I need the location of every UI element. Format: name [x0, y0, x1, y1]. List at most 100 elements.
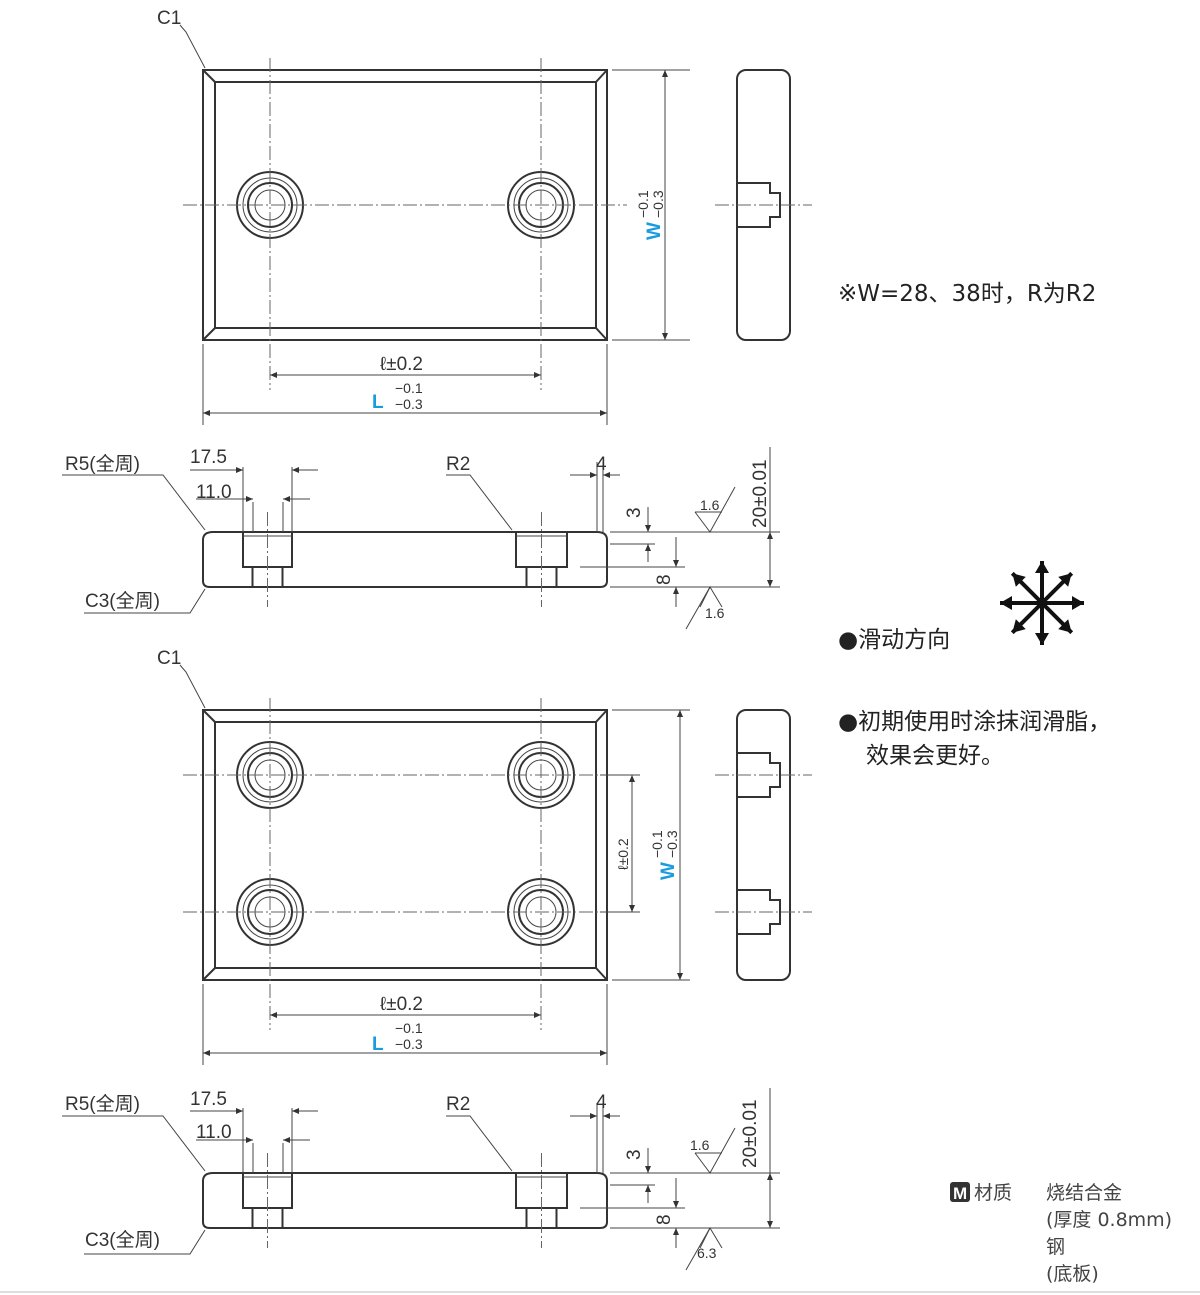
material-line-2: (厚度 0.8mm) — [1046, 1209, 1172, 1231]
dim-8-2: 8 — [654, 1214, 675, 1225]
arrowhead — [767, 1221, 773, 1228]
chamfer-edge — [595, 327, 608, 341]
chamfer-edge — [595, 69, 608, 83]
side-view-counterbore — [737, 182, 781, 228]
grease-note-line1: ●初期使用时涂抹润滑脂， — [838, 709, 1111, 735]
dimension-line — [685, 1227, 711, 1271]
r2-label-2: R2 — [446, 1094, 470, 1115]
r5-leader — [62, 474, 206, 531]
dim-11-0: 11.0 — [196, 482, 232, 503]
arrowhead — [283, 1137, 290, 1143]
arrowhead — [600, 1050, 607, 1056]
c3-leader — [84, 588, 206, 614]
chamfer-edge — [595, 967, 608, 981]
arrowhead — [629, 775, 635, 782]
r2-label: R2 — [446, 454, 470, 475]
c3-label-2: C3(全周) — [85, 1229, 160, 1251]
width-tol-upper: −0.1 — [635, 190, 651, 218]
side-view-outline — [736, 709, 791, 981]
arrow-head — [1058, 573, 1072, 587]
dim-8: 8 — [654, 574, 675, 585]
multi-direction-arrows-icon — [1000, 561, 1084, 645]
arrowhead — [600, 410, 607, 416]
r2-leader — [446, 1115, 513, 1172]
width-label-2: W — [658, 862, 679, 880]
arrowhead — [645, 1166, 651, 1173]
r5-label-2: R5(全周) — [65, 1093, 140, 1115]
dim-4-2: 4 — [596, 1092, 607, 1113]
chamfer-label: C1 — [157, 8, 181, 29]
dim-17-5: 17.5 — [190, 447, 227, 468]
roughness-symbol — [694, 486, 736, 533]
arrowhead — [246, 496, 253, 502]
material-line-3: 钢 — [1046, 1236, 1065, 1258]
c3-label: C3(全周) — [85, 590, 160, 612]
length-label-2: L — [372, 1034, 384, 1055]
counterbore-hole — [247, 182, 293, 228]
arrowhead — [603, 1113, 610, 1119]
arrowhead — [645, 544, 651, 551]
material-line-4: (底板) — [1046, 1263, 1099, 1285]
roughness-bottom-2: 6.3 — [697, 1245, 717, 1261]
arrow-head — [1058, 619, 1072, 633]
drawing-geometry — [62, 24, 812, 1271]
side-section-outline — [202, 531, 608, 588]
arrowhead — [292, 1108, 299, 1114]
arrowhead — [767, 1173, 773, 1180]
arrowhead — [767, 532, 773, 539]
length-tol-lower: −0.3 — [395, 396, 423, 412]
sliding-direction-label: ●滑动方向 — [838, 627, 950, 653]
arrowhead — [283, 496, 290, 502]
arrowhead — [677, 710, 683, 717]
roughness-top-2: 1.6 — [690, 1137, 710, 1153]
arrowhead — [767, 580, 773, 587]
width-tol-lower-2: −0.3 — [664, 830, 680, 858]
length-tol-upper: −0.1 — [395, 380, 423, 396]
arrow-head — [1012, 619, 1026, 633]
chamfer-leader — [179, 24, 206, 69]
material-badge-letter: M — [953, 1184, 967, 1203]
width-tol-upper-2: −0.1 — [649, 830, 665, 858]
arrowhead — [236, 1108, 243, 1114]
chamfer-edge — [595, 709, 608, 723]
roughness-bottom: 1.6 — [705, 605, 725, 621]
arrow-head — [1072, 596, 1084, 610]
chamfer-edge — [202, 327, 216, 341]
arrowhead — [292, 467, 299, 473]
arrowhead — [662, 333, 668, 340]
arrowhead — [677, 973, 683, 980]
arrowhead — [662, 70, 668, 77]
side-view-counterbore — [737, 752, 781, 798]
side-view-counterbore — [737, 889, 781, 935]
roughness-symbol — [694, 1127, 736, 1174]
arrowhead — [203, 1050, 210, 1056]
dim-17-5-2: 17.5 — [190, 1089, 227, 1110]
arrow-head — [1000, 596, 1012, 610]
arrow-head — [1012, 573, 1026, 587]
arrowhead — [246, 1137, 253, 1143]
arrowhead — [534, 372, 541, 378]
chamfer-edge — [202, 709, 216, 723]
side-section-outline — [202, 1172, 608, 1229]
arrowhead — [590, 1113, 597, 1119]
roughness-symbol — [699, 585, 723, 608]
width-label: W — [644, 222, 665, 240]
arrowhead — [236, 467, 243, 473]
arrowhead — [270, 372, 277, 378]
arrowhead — [673, 1201, 679, 1208]
material-badge — [950, 1182, 970, 1202]
material-line-1: 烧结合金 — [1046, 1182, 1122, 1204]
arrowhead — [645, 1185, 651, 1192]
chamfer-edge — [202, 69, 216, 83]
dim-20-2: 20±0.01 — [740, 1099, 761, 1168]
plate-outline — [202, 709, 608, 981]
r5-label: R5(全周) — [65, 453, 140, 475]
arrowhead — [203, 410, 210, 416]
arrowhead — [673, 560, 679, 567]
chamfer-edge — [202, 967, 216, 981]
arrowhead — [270, 1012, 277, 1018]
chamfer-leader — [179, 664, 206, 709]
chamfer-label-2: C1 — [157, 648, 181, 669]
arrow-head — [1035, 633, 1049, 645]
